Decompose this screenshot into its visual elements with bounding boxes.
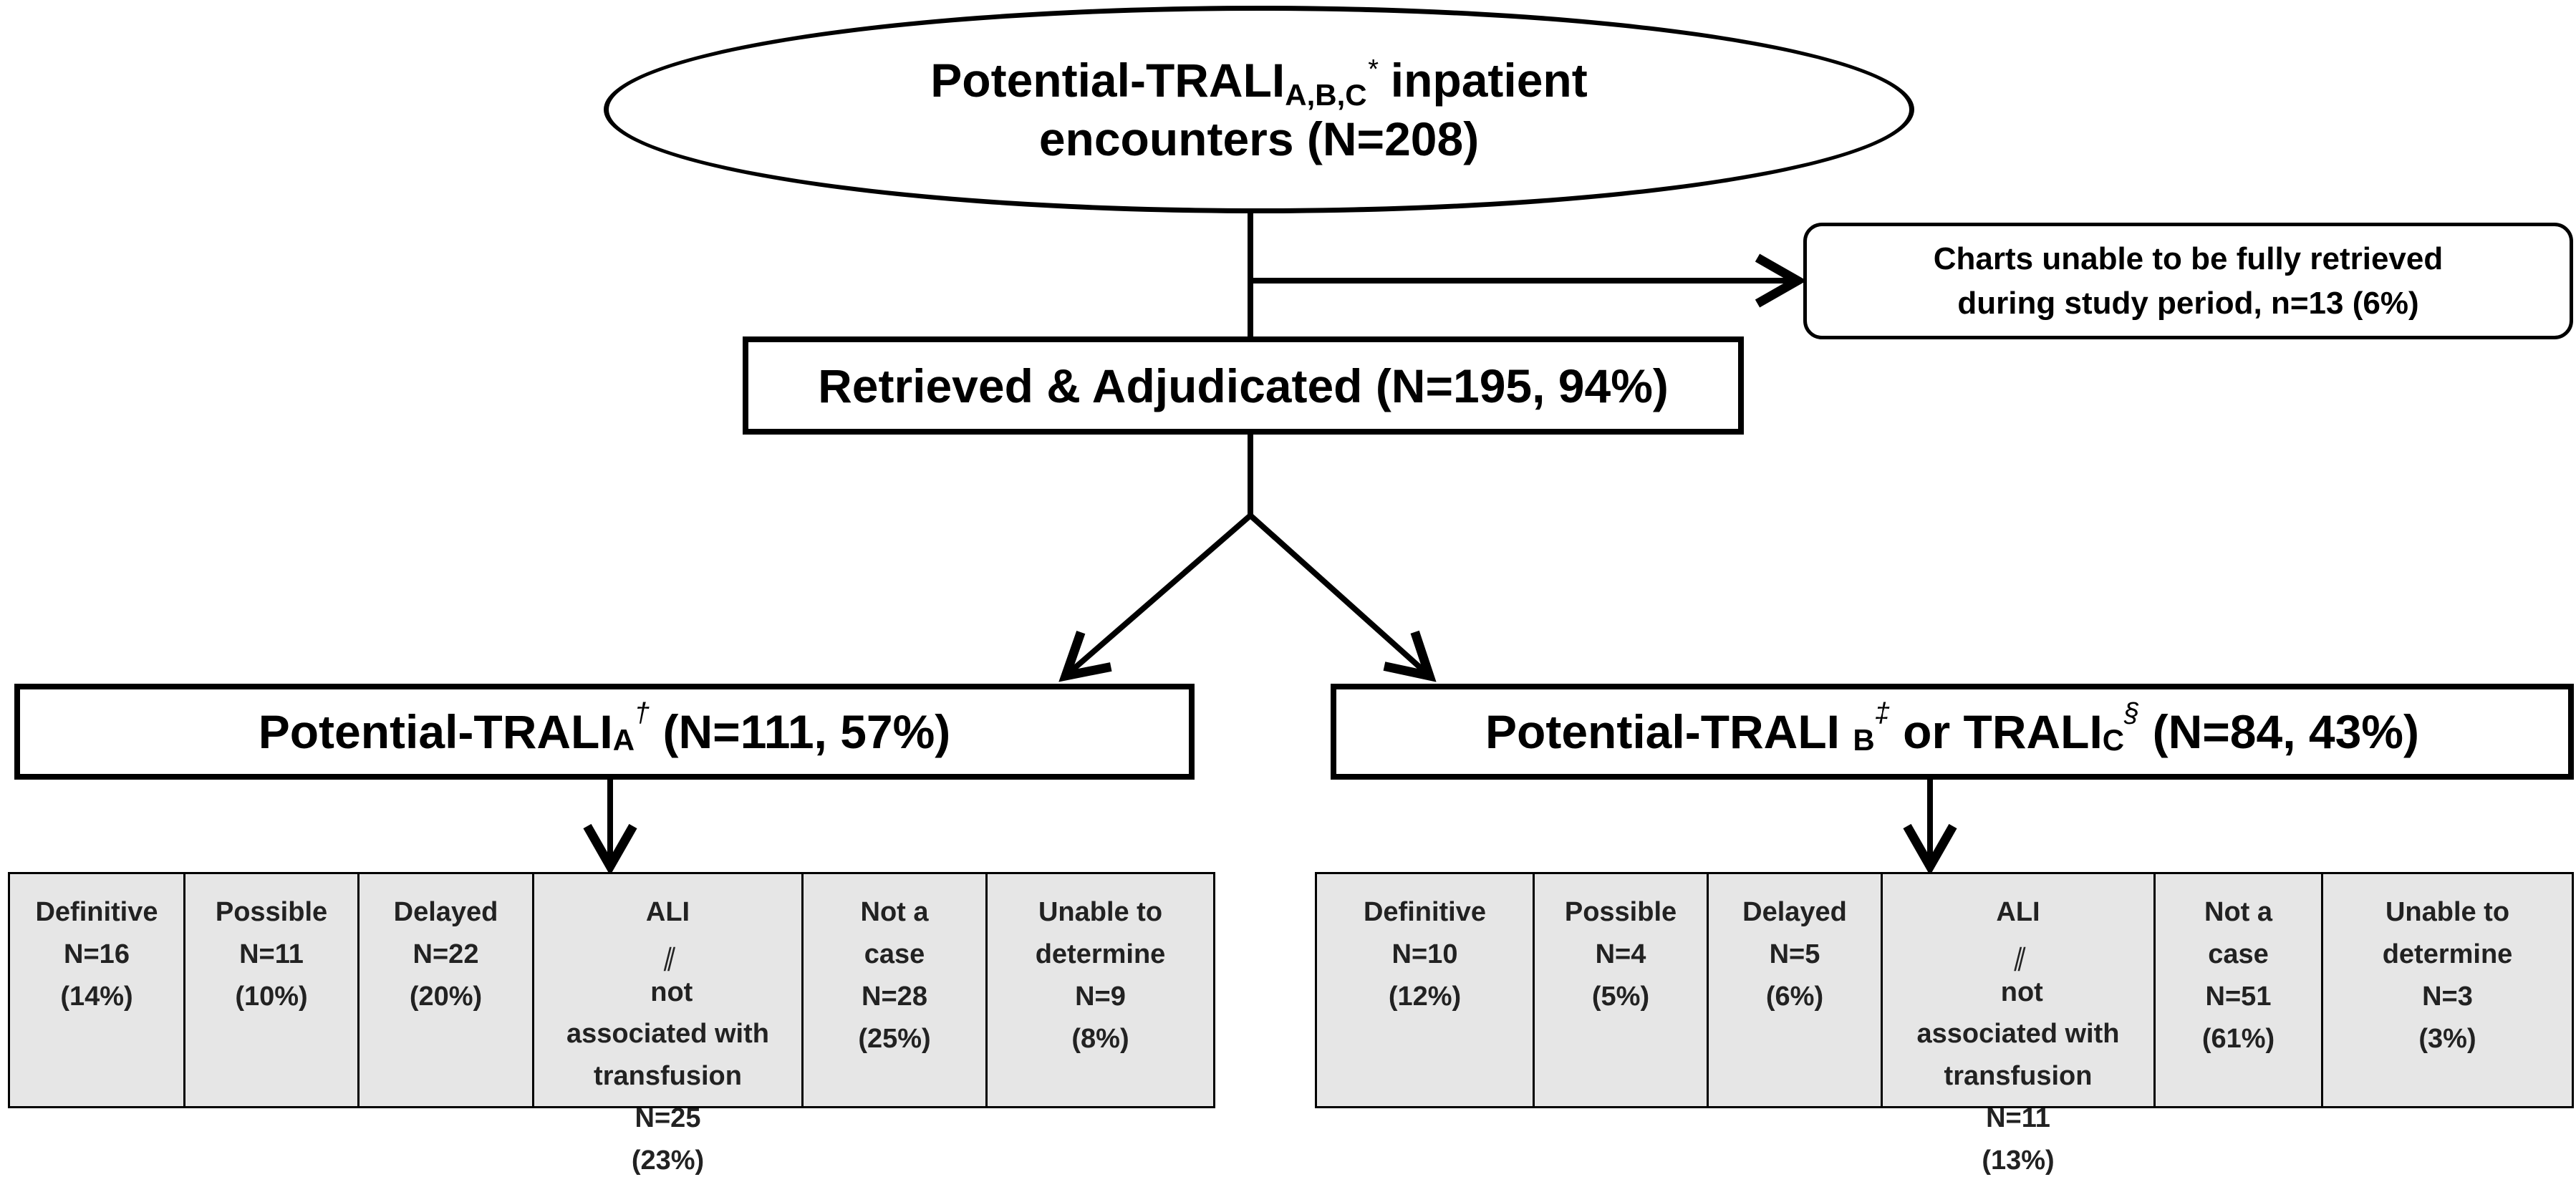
cell-count: N=5: [1769, 939, 1820, 969]
cell-percent: (5%): [1591, 981, 1650, 1012]
cell-label: Definitive: [1363, 897, 1487, 927]
cell-label-line3: transfusion: [1944, 1061, 2093, 1092]
group-b-title-subscript-1: B: [1853, 723, 1875, 757]
encounters-superscript: *: [1366, 54, 1378, 84]
group-a-cell-not-a-case: Not a case N=28 (25%): [804, 874, 988, 1106]
cell-percent: (8%): [1071, 1023, 1129, 1054]
cell-label-line2: associated with: [566, 1019, 769, 1050]
cell-count: N=28: [862, 981, 927, 1012]
encounters-line1: Potential-TRALIA,B,C* inpatient: [930, 51, 1588, 112]
excluded-line1: Charts unable to be fully retrieved: [1933, 241, 2444, 276]
cell-label: Not a: [2204, 897, 2272, 927]
cell-count: N=4: [1595, 939, 1646, 969]
group-b-cell-ali-not-associated: ALI ∥ not associated with transfusion N=1…: [1883, 874, 2156, 1176]
group-a-cell-unable-to-determine: Unable to determine N=9 (8%): [988, 874, 1213, 1106]
cell-percent: (6%): [1765, 981, 1824, 1012]
group-a-title-subscript: A: [612, 723, 635, 757]
group-a-title-superscript: †: [635, 697, 650, 728]
cell-count: N=11: [1986, 1103, 2050, 1134]
cell-label: Unable to: [2385, 897, 2510, 927]
encounters-line2: encounters (N=208): [1038, 112, 1480, 165]
group-b-title-superscript-2: §: [2124, 697, 2140, 728]
group-a-cell-ali-not-associated: ALI ∥ not associated with transfusion N=2…: [534, 874, 804, 1176]
cell-label-line2: case: [2208, 939, 2269, 969]
group-b-cell-possible: Possible N=4 (5%): [1535, 874, 1709, 1106]
cell-label: Delayed: [1742, 897, 1847, 927]
cell-label-line2: associated with: [1916, 1019, 2120, 1050]
cell-label: Delayed: [393, 897, 498, 927]
group-b-cell-definitive: Definitive N=10 (12%): [1317, 874, 1535, 1106]
group-b-title-subscript-2: C: [2102, 723, 2125, 757]
cell-label: Possible: [1564, 897, 1677, 927]
group-a-title-prefix: Potential-TRALI: [258, 705, 613, 758]
excluded-charts-node: Charts unable to be fully retrieved duri…: [1803, 223, 2573, 339]
cell-percent: (20%): [409, 981, 483, 1012]
cell-percent: (25%): [858, 1023, 931, 1054]
group-b-cell-not-a-case: Not a case N=51 (61%): [2156, 874, 2323, 1106]
ali-suffix: not: [1993, 977, 2043, 1007]
ali-subscript: ∥: [2012, 944, 2025, 972]
cell-label: ALI ∥ not: [1993, 891, 2043, 1013]
group-b-title-superscript-1: ‡: [1874, 697, 1890, 728]
group-b-title-prefix: Potential-TRALI: [1485, 705, 1853, 758]
cell-count: N=16: [64, 939, 130, 969]
group-a-title-suffix: (N=111, 57%): [650, 705, 951, 758]
connector-lines: [583, 212, 1957, 876]
group-a-cell-delayed: Delayed N=22 (20%): [360, 874, 534, 1106]
cell-count: N=22: [413, 939, 479, 969]
cell-percent: (14%): [60, 981, 133, 1012]
encounters-prefix: Potential-TRALI: [930, 53, 1285, 107]
cell-percent: (13%): [1982, 1145, 2055, 1176]
encounters-suffix: inpatient: [1377, 53, 1588, 107]
cell-percent: (10%): [235, 981, 308, 1012]
cell-label: Definitive: [35, 897, 158, 927]
cell-label: Unable to: [1038, 897, 1163, 927]
cell-count: N=25: [635, 1103, 701, 1134]
cell-count: N=51: [2205, 981, 2272, 1012]
ali-suffix: not: [642, 977, 693, 1007]
group-b-outcome-table: Definitive N=10 (12%) Possible N=4 (5%) …: [1315, 872, 2574, 1176]
group-b-title-mid: or TRALI: [1889, 705, 2103, 758]
cell-count: N=11: [239, 939, 304, 969]
retrieved-adjudicated-node: Retrieved & Adjudicated (N=195, 94%): [743, 336, 1744, 435]
arrow-to-group-b: [1248, 513, 1437, 682]
cell-percent: (61%): [2201, 1023, 2275, 1054]
cell-percent: (12%): [1388, 981, 1462, 1012]
group-a-cell-possible: Possible N=11 (10%): [185, 874, 360, 1106]
ali-text: ALI: [1996, 897, 2040, 927]
excluded-line2: during study period, n=13 (6%): [1957, 285, 2419, 321]
potential-trali-encounters-node: Potential-TRALIA,B,C* inpatient encounte…: [604, 6, 1914, 213]
trali-flow-diagram: Potential-TRALIA,B,C* inpatient encounte…: [8, 6, 2574, 1176]
cell-label: Possible: [215, 897, 328, 927]
cell-count: N=9: [1075, 981, 1126, 1012]
cell-count: N=10: [1391, 939, 1458, 969]
cell-label-line2: case: [864, 939, 925, 969]
group-b-cell-unable-to-determine: Unable to determine N=3 (3%): [2323, 874, 2572, 1106]
cell-label-line3: transfusion: [594, 1061, 742, 1092]
cell-label: ALI ∥ not: [643, 891, 693, 1013]
group-b-title-suffix: (N=84, 43%): [2139, 705, 2419, 758]
group-b-cell-delayed: Delayed N=5 (6%): [1709, 874, 1883, 1106]
ali-subscript: ∥: [661, 944, 674, 972]
arrow-to-group-a: [1058, 513, 1253, 682]
group-a-cell-definitive: Definitive N=16 (14%): [10, 874, 185, 1106]
encounters-subscript: A,B,C: [1285, 77, 1367, 112]
group-a-outcome-table: Definitive N=16 (14%) Possible N=11 (10%…: [8, 872, 1215, 1176]
cell-percent: (23%): [631, 1145, 705, 1176]
cell-count: N=3: [2422, 981, 2473, 1012]
cell-label-line2: determine: [2382, 939, 2513, 969]
cell-label-line2: determine: [1035, 939, 1166, 969]
ali-text: ALI: [645, 897, 690, 927]
cell-percent: (3%): [2418, 1023, 2476, 1054]
cell-label: Not a: [860, 897, 929, 927]
